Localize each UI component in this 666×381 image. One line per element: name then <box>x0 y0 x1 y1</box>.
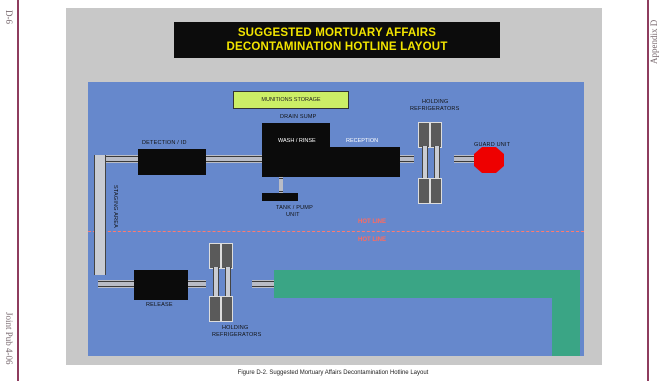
holding-top-label-line-1: HOLDING <box>422 99 449 105</box>
diagram-title: SUGGESTED MORTUARY AFFAIRS DECONTAMINATI… <box>174 22 500 58</box>
upper-pipe-detection-to-wash <box>206 155 262 163</box>
tank-pump-label-line-1: TANK / PUMP <box>276 205 313 211</box>
staging-area-pipe <box>94 155 106 275</box>
holding-refrigerator <box>209 296 221 322</box>
holding-refrigerator <box>430 178 442 204</box>
tank-pump-pipe <box>279 177 283 193</box>
holding-refrigerator <box>221 296 233 322</box>
title-line-1: SUGGESTED MORTUARY AFFAIRS <box>237 27 437 39</box>
title-line-2: DECONTAMINATION HOTLINE LAYOUT <box>226 41 448 53</box>
exit-path-vertical <box>552 270 580 356</box>
release-label: RELEASE <box>146 302 173 308</box>
detection-station <box>138 149 206 175</box>
left-margin-rule <box>17 0 19 381</box>
staging-area-label: STAGING AREA <box>112 185 118 228</box>
decontamination-site-area <box>88 82 584 356</box>
guard-unit-octagon <box>474 147 504 173</box>
holding-top-connector <box>422 146 428 178</box>
upper-pipe-reception-to-holding <box>400 155 414 163</box>
exit-path-horizontal <box>274 270 580 298</box>
hot-line-label-upper: HOT LINE <box>358 219 386 225</box>
upper-pipe-left <box>98 155 140 163</box>
hot-line <box>88 231 584 232</box>
lower-pipe-left <box>98 280 134 288</box>
munitions-storage-box: MUNITIONS STORAGE <box>233 91 349 109</box>
holding-refrigerator <box>418 122 430 148</box>
guard-unit-label: GUARD UNIT <box>474 142 511 148</box>
reception-station <box>330 147 400 177</box>
munitions-storage-label: MUNITIONS STORAGE <box>261 97 321 103</box>
holding-bottom-label-line-1: HOLDING <box>222 325 249 331</box>
tank-pump-label-line-2: UNIT <box>286 212 300 218</box>
holding-refrigerator <box>221 243 233 269</box>
wash-rinse-label: WASH / RINSE <box>278 138 316 144</box>
release-station <box>134 270 188 300</box>
reception-label: RECEPTION <box>346 138 379 144</box>
drain-sump <box>262 123 330 143</box>
lower-pipe-holding-to-path <box>252 280 274 288</box>
holding-bottom-connector <box>225 267 231 296</box>
page-number: D-6 <box>4 10 14 24</box>
lower-pipe-release-to-holding <box>188 280 206 288</box>
holding-refrigerator <box>430 122 442 148</box>
tank-pump-unit <box>262 193 298 201</box>
appendix-label: Appendix D <box>649 19 659 64</box>
holding-refrigerator <box>209 243 221 269</box>
holding-bottom-label-line-2: REFRIGERATORS <box>212 332 262 338</box>
drain-sump-label: DRAIN SUMP <box>280 114 317 120</box>
holding-refrigerator <box>418 178 430 204</box>
detection-label: DETECTION / ID <box>142 140 187 146</box>
holding-top-connector <box>434 146 440 178</box>
right-margin-rule <box>647 0 649 381</box>
publication-label: Joint Pub 4-06 <box>4 312 14 365</box>
wash-rinse-station <box>262 141 330 177</box>
upper-pipe-holding-to-guard <box>454 155 474 163</box>
hot-line-label-lower: HOT LINE <box>358 237 386 243</box>
holding-bottom-connector <box>213 267 219 296</box>
figure-caption: Figure D-2. Suggested Mortuary Affairs D… <box>237 370 429 376</box>
holding-top-label-line-2: REFRIGERATORS <box>410 106 460 112</box>
